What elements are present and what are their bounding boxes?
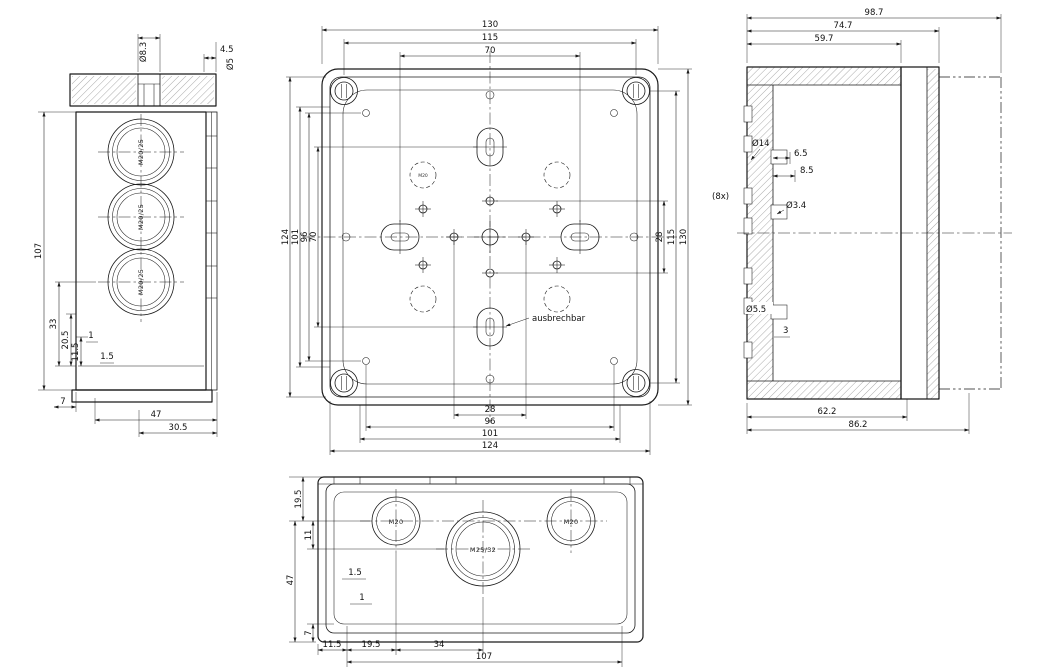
dim-107: 107 (34, 243, 44, 259)
dim-front-28-bottom: 28 (485, 405, 496, 415)
dim-front-115-top: 115 (482, 33, 498, 43)
bottom-view-dimensions: 19.5 11 47 7 1.5 1 11.5 19.5 34 107 (286, 476, 623, 667)
dim-front-96-bottom: 96 (485, 417, 496, 427)
dim-sec-8-5: 8.5 (800, 166, 814, 176)
dim-sec-98-7: 98.7 (865, 8, 884, 18)
side-view-outline (69, 73, 218, 403)
section-view: 98.7 74.7 59.7 Ø14 6.5 8.5 (8x) Ø3.4 Ø5.… (712, 8, 1012, 434)
bottom-knockout-label-3: M20 (564, 518, 579, 526)
side-knockout-label-3: M20/25 (137, 269, 145, 295)
dim-sec-74-7: 74.7 (834, 21, 853, 31)
bottom-view-outline (317, 476, 644, 643)
dim-bot-107: 107 (476, 652, 492, 662)
dim-sec-dia14: Ø14 (752, 138, 770, 149)
section-view-dimensions: 98.7 74.7 59.7 Ø14 6.5 8.5 (8x) Ø3.4 Ø5.… (712, 8, 1002, 434)
side-view-dimensions: Ø8.3 4.5 Ø5 107 33 20.5 11.5 1 1.5 (34, 34, 236, 437)
front-view-corner-screws (330, 77, 650, 397)
bottom-view-knockouts: M20 M25/32 M20 (360, 489, 607, 598)
dim-sec-3: 3 (783, 326, 788, 336)
dim-sec-59-7: 59.7 (815, 34, 834, 44)
dim-bot-11-5: 11.5 (323, 640, 342, 650)
dim-front-70-left: 70 (309, 232, 319, 243)
dim-sec-8x: (8x) (712, 192, 729, 202)
side-knockout-label-1: M20/25 (137, 139, 145, 165)
dim-bot-7-left: 7 (304, 630, 314, 635)
front-knockout-mark: M20 (418, 173, 428, 179)
dim-sec-dia5-5: Ø5.5 (746, 304, 766, 315)
dim-bot-1-5: 1.5 (348, 568, 362, 578)
dim-7: 7 (60, 397, 65, 407)
dim-dia-5: Ø5 (225, 58, 236, 70)
dim-front-130-right: 130 (679, 229, 689, 245)
dim-bot-19-5-bottom: 19.5 (362, 640, 381, 650)
dim-front-130-top: 130 (482, 20, 498, 30)
dim-30-5: 30.5 (169, 423, 188, 433)
dim-sec-86-2: 86.2 (849, 420, 868, 430)
dim-front-28-right: 28 (655, 232, 665, 243)
dim-front-96-left: 96 (300, 232, 310, 243)
dim-4-5: 4.5 (220, 45, 234, 55)
side-view: M20/25 M20/25 M20/25 Ø8.3 4.5 Ø5 107 33 … (34, 34, 236, 437)
front-view-dimensions: 130 115 70 124 101 96 70 28 115 13 (281, 20, 692, 455)
dim-47: 47 (151, 410, 162, 420)
section-view-outline (737, 66, 1012, 400)
bottom-view: M20 M25/32 M20 19.5 11 47 7 1.5 1 (286, 476, 644, 667)
dim-bot-34: 34 (434, 640, 445, 650)
dim-1-5: 1.5 (100, 352, 114, 362)
front-view: M20 ausbrechbar 130 115 70 124 101 (281, 20, 692, 455)
dim-sec-dia3-4: Ø3.4 (786, 200, 806, 211)
bottom-knockout-label-1: M20 (389, 518, 404, 526)
side-view-knockouts: M20/25 M20/25 M20/25 (98, 114, 184, 322)
dim-front-101-bottom: 101 (482, 429, 498, 439)
dim-front-115-right: 115 (667, 229, 677, 245)
dim-bot-47-left: 47 (286, 575, 296, 586)
front-view-holes: M20 (341, 90, 639, 384)
side-knockout-label-2: M20/25 (137, 204, 145, 230)
dim-bot-19-5-left: 19.5 (294, 490, 304, 509)
bottom-knockout-label-2: M25/32 (470, 546, 496, 554)
annotation-ausbrechbar: ausbrechbar (532, 314, 586, 324)
dim-front-101-left: 101 (291, 229, 301, 245)
dim-dia-8-3: Ø8.3 (138, 42, 149, 62)
dim-bot-11-left: 11 (304, 530, 314, 541)
dim-33: 33 (49, 319, 59, 330)
dim-sec-62-2: 62.2 (818, 407, 837, 417)
front-view-annotation: ausbrechbar (505, 314, 586, 327)
dim-11-5: 11.5 (71, 343, 81, 362)
dim-front-70-top: 70 (485, 46, 496, 56)
dim-1: 1 (88, 331, 93, 341)
dim-front-124-left: 124 (281, 229, 291, 245)
dim-bot-1: 1 (359, 593, 364, 603)
dim-front-124-bottom: 124 (482, 441, 498, 451)
dim-sec-6-5: 6.5 (794, 149, 808, 159)
dim-20-5: 20.5 (61, 331, 71, 350)
